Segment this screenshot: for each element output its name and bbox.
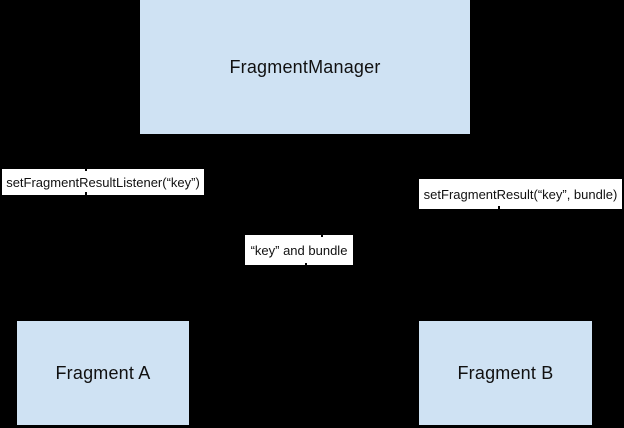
edge-label-set-fragment-result: setFragmentResult(“key”, bundle) [419, 179, 622, 209]
fragment-b-box: Fragment B [419, 321, 592, 425]
edge-label-key-and-bundle-text: “key” and bundle [250, 242, 348, 258]
arrow-fragment-b-to-manager [437, 132, 500, 322]
fragment-a-label: Fragment A [55, 362, 151, 383]
connector-dash-tick [85, 168, 87, 171]
connector-dash-tick [498, 206, 500, 209]
edge-label-set-fragment-result-listener-text: setFragmentResultListener(“key”) [6, 174, 200, 190]
connector-dash-tick [321, 234, 323, 237]
arrow-fragment-a-to-manager [85, 132, 172, 322]
fragment-manager-label: FragmentManager [229, 56, 381, 77]
fragment-b-label: Fragment B [457, 362, 554, 383]
connector-dash-tick [305, 263, 307, 266]
arrow-manager-to-fragment-a [283, 133, 331, 323]
connector-dash-tick [85, 192, 87, 195]
edge-label-key-and-bundle: “key” and bundle [245, 235, 353, 265]
edge-label-set-fragment-result-text: setFragmentResult(“key”, bundle) [423, 186, 618, 202]
fragment-manager-box: FragmentManager [140, 0, 470, 134]
edge-label-set-fragment-result-listener: setFragmentResultListener(“key”) [2, 169, 204, 195]
fragment-a-box: Fragment A [17, 321, 189, 425]
